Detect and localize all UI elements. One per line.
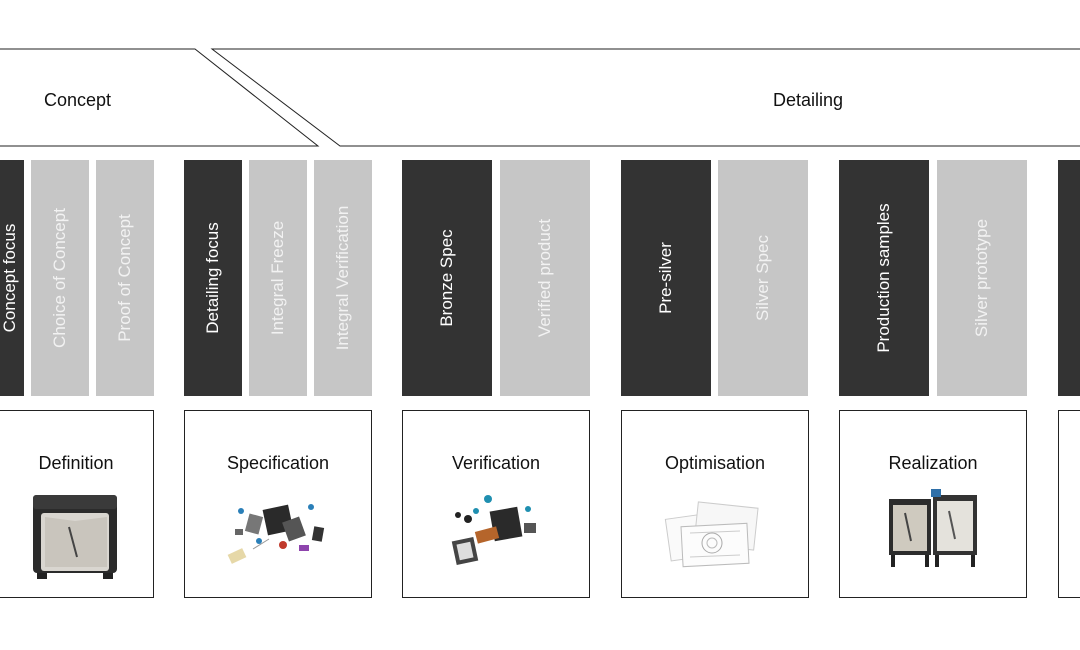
production-units-image <box>840 489 1026 591</box>
technical-drawings-image <box>622 491 808 591</box>
machine-unit-image <box>0 491 153 591</box>
stage-bar-choice-of-concept: Choice of Concept <box>31 160 89 396</box>
deliverable-box-cutoff <box>1058 410 1080 598</box>
deliverable-box-realization: Realization <box>839 410 1027 598</box>
exploded-view-image <box>185 491 371 591</box>
stage-bar-cutoff <box>1058 160 1080 396</box>
stage-bar-concept-focus: Concept focus <box>0 160 24 396</box>
deliverable-box-definition: Definition <box>0 410 154 598</box>
stage-bar-label: Integral Freeze <box>268 220 287 336</box>
stage-bar-production-samples: Production samples <box>839 160 929 396</box>
stage-bar-label: Detailing focus <box>203 222 222 334</box>
stage-bar-label: Concept focus <box>0 223 19 333</box>
deliverable-title: Specification <box>226 453 330 473</box>
stage-bar-integral-verification: Integral Verification <box>314 160 372 396</box>
assembly-image <box>403 491 589 591</box>
phase-banner <box>0 48 1080 147</box>
stage-bar-pre-silver: Pre-silver <box>621 160 711 396</box>
stage-bar-label: Production samples <box>874 203 893 353</box>
deliverable-title: Verification <box>451 453 541 473</box>
stage-bar-label: Bronze Spec <box>437 229 456 327</box>
stage-bar-proof-of-concept: Proof of Concept <box>96 160 154 396</box>
stage-bar-integral-freeze: Integral Freeze <box>249 160 307 396</box>
stage-bar-label: Silver Spec <box>753 235 772 321</box>
deliverable-box-specification: Specification <box>184 410 372 598</box>
concept-phase-label: Concept <box>44 90 112 110</box>
stage-bar-silver-prototype: Silver prototype <box>937 160 1027 396</box>
detailing-phase-arrow <box>210 48 1080 147</box>
stage-bar-label: Proof of Concept <box>115 214 134 342</box>
deliverable-title: Realization <box>888 453 978 473</box>
stage-bar-label: Choice of Concept <box>50 208 69 348</box>
deliverable-box-optimisation: Optimisation <box>621 410 809 598</box>
concept-phase-arrow <box>0 48 320 147</box>
stage-bar-label: Pre-silver <box>656 242 675 314</box>
deliverable-title: Optimisation <box>664 453 766 473</box>
deliverable-box-verification: Verification <box>402 410 590 598</box>
stage-bar-detailing-focus: Detailing focus <box>184 160 242 396</box>
stage-bar-label: Integral Verification <box>333 205 352 351</box>
stage-bar-label: Verified product <box>535 218 554 338</box>
stage-bar-bronze-spec: Bronze Spec <box>402 160 492 396</box>
stage-bar-label: Silver prototype <box>972 218 991 338</box>
stage-bar-verified-product: Verified product <box>500 160 590 396</box>
detailing-phase-label: Detailing <box>773 90 844 110</box>
deliverable-title: Definition <box>38 453 114 473</box>
stage-bar-silver-spec: Silver Spec <box>718 160 808 396</box>
